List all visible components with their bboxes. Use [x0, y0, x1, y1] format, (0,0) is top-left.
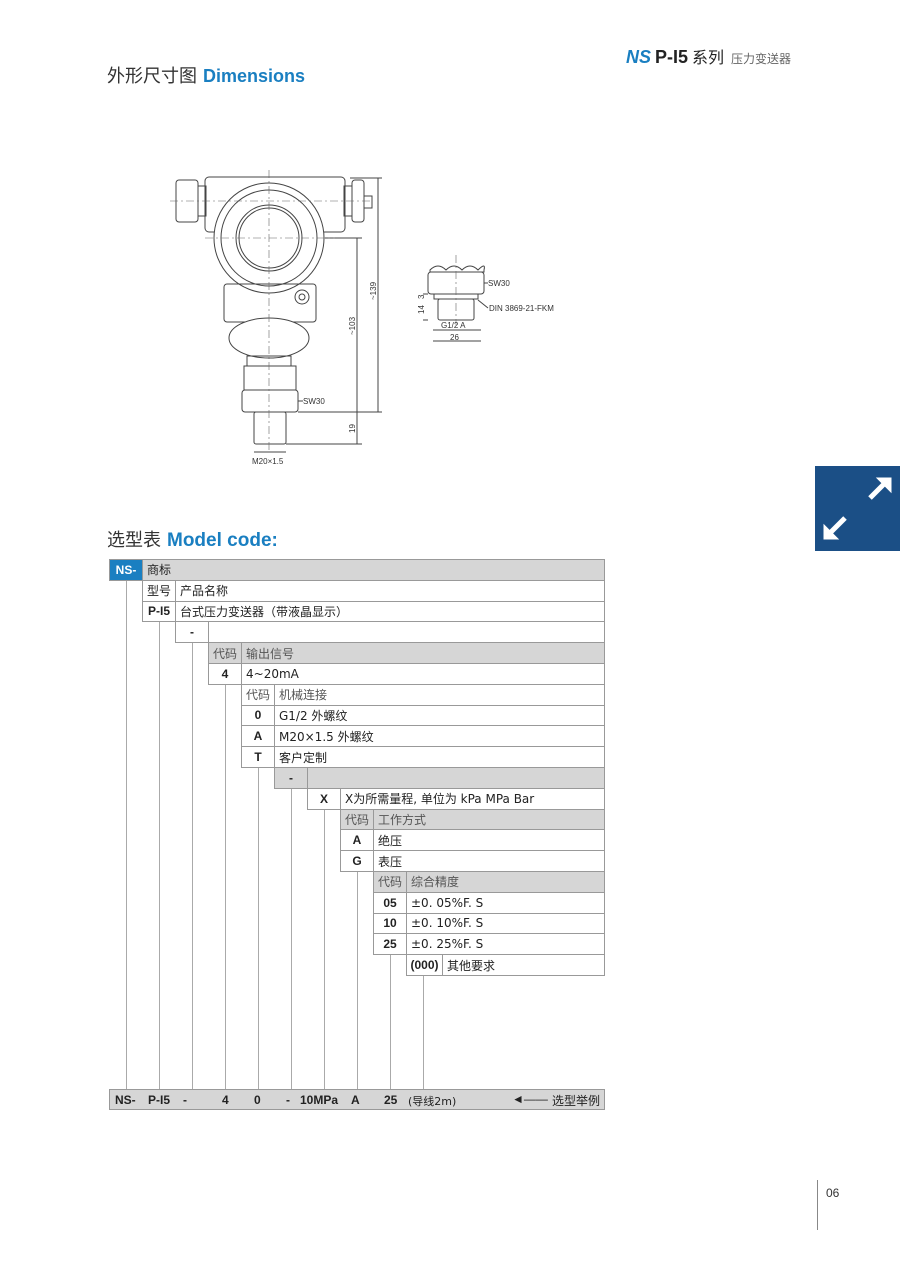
thread-g12-label: G1/2 A — [441, 321, 466, 330]
code-cell: 4 — [208, 663, 242, 685]
dimension-drawing: SW30 ~139 ~103 19 M20×1.5 SW30 3 14 DIN … — [170, 170, 554, 466]
example-segment: NS- — [115, 1093, 136, 1107]
thread-m20-label: M20×1.5 — [252, 457, 284, 466]
page-number: 06 — [826, 1186, 840, 1200]
description-cell: 台式压力变送器（带液晶显示） — [175, 600, 605, 623]
connector-line — [126, 580, 127, 1089]
code-cell: T — [241, 746, 275, 768]
connector-line — [390, 955, 391, 1089]
connector-line — [192, 643, 193, 1089]
code-cell: 25 — [373, 933, 407, 956]
description-cell — [208, 621, 605, 644]
dim-139-label: ~139 — [369, 281, 378, 300]
example-segment: 4 — [222, 1093, 229, 1107]
code-cell: X — [307, 787, 341, 810]
brand-header: NS P-I5 系列 压力变送器 — [626, 44, 791, 68]
connector-line — [159, 622, 160, 1089]
code-cell: 05 — [373, 891, 407, 914]
description-cell: 工作方式 — [373, 808, 605, 831]
code-cell: G — [340, 850, 374, 872]
code-cell: 代码 — [241, 683, 275, 706]
code-cell: 代码 — [340, 808, 374, 831]
description-cell: 4~20mA — [241, 663, 605, 685]
example-segment: 25 — [384, 1093, 398, 1107]
description-cell: 客户定制 — [274, 746, 605, 768]
description-cell: ±0. 25%F. S — [406, 933, 605, 956]
description-cell: 输出信号 — [241, 642, 605, 664]
description-cell: G1/2 外螺纹 — [274, 704, 605, 727]
description-cell: ±0. 10%F. S — [406, 912, 605, 935]
connector-line — [225, 684, 226, 1089]
example-segment: 0 — [254, 1093, 261, 1107]
code-cell: (000) — [406, 954, 443, 976]
example-label: 选型举例 — [552, 1094, 601, 1108]
connector-line — [324, 809, 325, 1089]
dim-26-label: 26 — [450, 333, 459, 342]
code-cell: 型号 — [142, 579, 176, 602]
code-cell: A — [241, 725, 275, 748]
corner-nav-tab — [815, 466, 900, 551]
brand-logo: NS — [626, 47, 652, 67]
title-cn: 选型表 — [107, 530, 161, 551]
fitting-sw30-label: SW30 — [488, 279, 510, 288]
title-en: Dimensions — [203, 66, 306, 86]
code-cell: - — [274, 767, 308, 789]
page-number-divider — [817, 1180, 818, 1230]
connector-line — [291, 788, 292, 1089]
arrow-left-icon: ◄—— — [512, 1092, 548, 1106]
connector-line — [423, 976, 424, 1089]
description-cell: M20×1.5 外螺纹 — [274, 725, 605, 748]
description-cell: 其他要求 — [442, 954, 605, 976]
description-cell: 绝压 — [373, 829, 605, 852]
code-cell: NS- — [109, 559, 143, 581]
description-cell: ±0. 05%F. S — [406, 891, 605, 914]
description-cell: 表压 — [373, 850, 605, 872]
example-segment: - — [183, 1093, 187, 1107]
sw30-label: SW30 — [303, 397, 325, 406]
code-cell: 0 — [241, 704, 275, 727]
example-segment: 10MPa — [300, 1093, 339, 1107]
brand-series: 系列 — [692, 48, 725, 67]
dimensions-title: 外形尺寸图 Dimensions — [107, 62, 305, 88]
connector-line — [258, 768, 259, 1089]
example-segment: - — [286, 1093, 290, 1107]
example-segment: (导线2m) — [408, 1095, 457, 1108]
title-en: Model code: — [167, 530, 278, 551]
model-code-title: 选型表 Model code: — [107, 526, 278, 552]
code-cell: 代码 — [208, 642, 242, 664]
description-cell: 机械连接 — [274, 683, 605, 706]
expand-collapse-arrows-icon — [823, 477, 892, 540]
code-cell: 10 — [373, 912, 407, 935]
title-cn: 外形尺寸图 — [107, 66, 197, 87]
brand-subtitle: 压力变送器 — [731, 52, 792, 66]
seal-label: DIN 3869-21-FKM — [489, 304, 554, 313]
code-cell: P-I5 — [142, 600, 176, 623]
dim-14-label: 14 — [417, 305, 426, 314]
connector-line — [357, 872, 358, 1089]
brand-model: P-I5 — [655, 47, 689, 67]
code-cell: A — [340, 829, 374, 852]
example-segment: A — [351, 1093, 360, 1107]
code-cell: 代码 — [373, 871, 407, 893]
description-cell: X为所需量程, 单位为 kPa MPa Bar — [340, 787, 605, 810]
description-cell: 商标 — [142, 559, 605, 581]
description-cell: 产品名称 — [175, 579, 605, 602]
dim-103-label: ~103 — [348, 316, 357, 335]
dim-3-label: 3 — [417, 294, 426, 299]
code-cell: - — [175, 621, 209, 644]
description-cell: 综合精度 — [406, 871, 605, 893]
description-cell — [307, 767, 605, 789]
dim-19-label: 19 — [348, 424, 357, 433]
example-segment: P-I5 — [148, 1093, 171, 1107]
